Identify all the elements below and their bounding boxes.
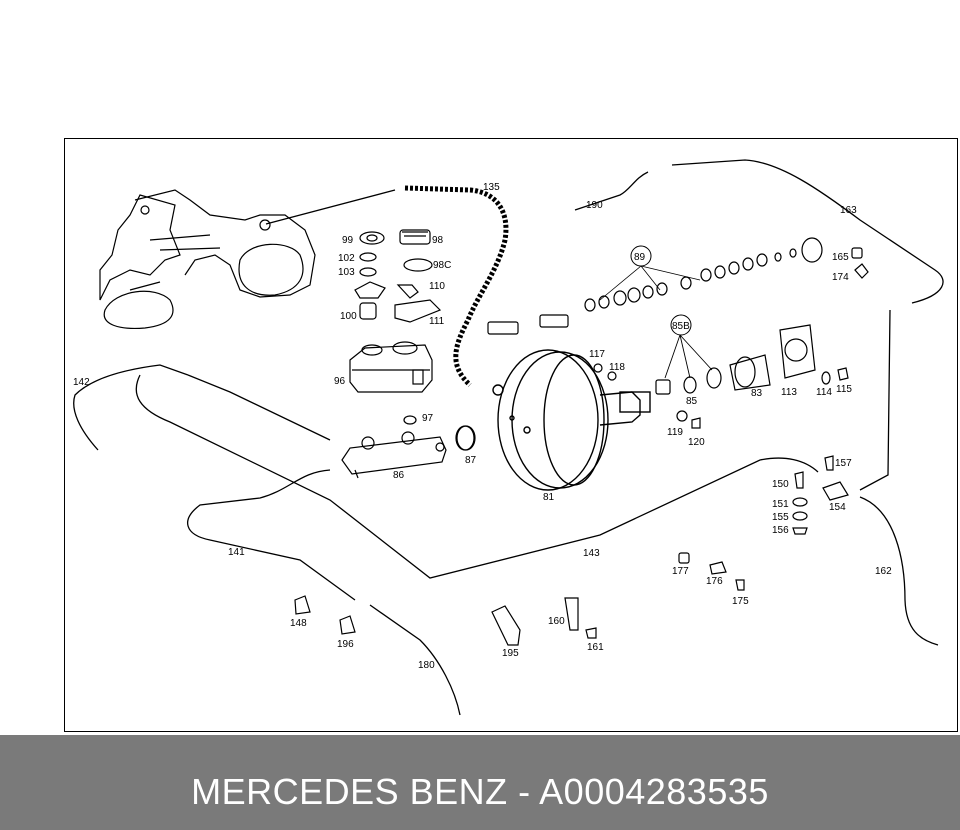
callout-89: 89	[634, 252, 646, 263]
line-163	[671, 159, 944, 304]
callout-100: 100	[340, 311, 357, 322]
callout-119: 119	[667, 427, 683, 438]
callout-163: 163	[840, 205, 857, 216]
boot-and-gasket-parts	[455, 324, 849, 451]
callout-110: 110	[429, 281, 445, 292]
callout-160: 160	[548, 616, 565, 627]
callout-162: 162	[875, 566, 892, 577]
callout-85B-circle	[670, 314, 692, 336]
callout-labels: 135 190 163 99 98 102 103 98C 110 100 11…	[73, 182, 892, 671]
callout-148: 148	[290, 618, 307, 629]
callout-111: 111	[429, 316, 445, 327]
small-fittings	[294, 455, 849, 646]
callout-114: 114	[816, 387, 832, 398]
callout-87: 87	[465, 455, 477, 466]
line-142	[73, 364, 189, 451]
callout-154: 154	[829, 502, 846, 513]
callout-97: 97	[422, 413, 434, 424]
parts-diagram-frame	[64, 138, 958, 732]
callout-176: 176	[706, 576, 723, 587]
callout-85: 85	[686, 396, 698, 407]
seal-row-89	[487, 237, 869, 335]
callout-135: 135	[483, 182, 500, 193]
callout-156: 156	[772, 525, 789, 536]
callout-161: 161	[587, 642, 604, 653]
callout-98: 98	[432, 235, 444, 246]
callout-117: 117	[589, 349, 605, 360]
caption-bar: MERCEDES BENZ - A0004283535	[0, 735, 960, 830]
callout-195: 195	[502, 648, 519, 659]
part-number-caption: MERCEDES BENZ - A0004283535	[191, 771, 769, 812]
callout-196: 196	[337, 639, 354, 650]
callout-174: 174	[832, 272, 849, 283]
callout-141: 141	[228, 547, 245, 558]
line-180	[369, 604, 461, 716]
brake-booster-81	[492, 349, 651, 491]
brake-system-exploded-diagram: 135 190 163 99 98 102 103 98C 110 100 11…	[73, 159, 944, 716]
callout-177: 177	[672, 566, 689, 577]
callout-157: 157	[835, 458, 852, 469]
line-190	[574, 171, 649, 211]
line-162	[859, 496, 939, 646]
line-135-flex	[404, 185, 509, 387]
callout-175: 175	[732, 596, 749, 607]
line-135	[265, 189, 396, 225]
master-cylinder-86	[341, 415, 476, 479]
callout-81: 81	[543, 492, 555, 503]
callout-102: 102	[338, 253, 355, 264]
callout-96: 96	[334, 376, 346, 387]
brake-lines	[73, 159, 944, 716]
line-right-vertical	[859, 309, 891, 491]
callout-143: 143	[583, 548, 600, 559]
engine-block-outline	[99, 189, 316, 330]
callout-151: 151	[772, 499, 789, 510]
callout-142: 142	[73, 377, 90, 388]
callout-85B: 85B	[672, 321, 690, 332]
callout-120: 120	[688, 437, 705, 448]
callout-98C: 98C	[433, 260, 451, 271]
line-142b	[187, 374, 331, 441]
reservoir-96	[349, 341, 433, 393]
callout-113: 113	[781, 387, 797, 398]
line-143	[135, 374, 819, 579]
callout-115: 115	[836, 384, 852, 395]
callout-86: 86	[393, 470, 405, 481]
callout-99: 99	[342, 235, 354, 246]
callout-103: 103	[338, 267, 355, 278]
callout-83: 83	[751, 388, 763, 399]
callout-150: 150	[772, 479, 789, 490]
callout-180: 180	[418, 660, 435, 671]
callout-118: 118	[609, 362, 625, 373]
callout-190: 190	[586, 200, 603, 211]
reservoir-parts	[354, 229, 442, 323]
callout-155: 155	[772, 512, 789, 523]
line-141	[187, 469, 356, 601]
callout-165: 165	[832, 252, 849, 263]
